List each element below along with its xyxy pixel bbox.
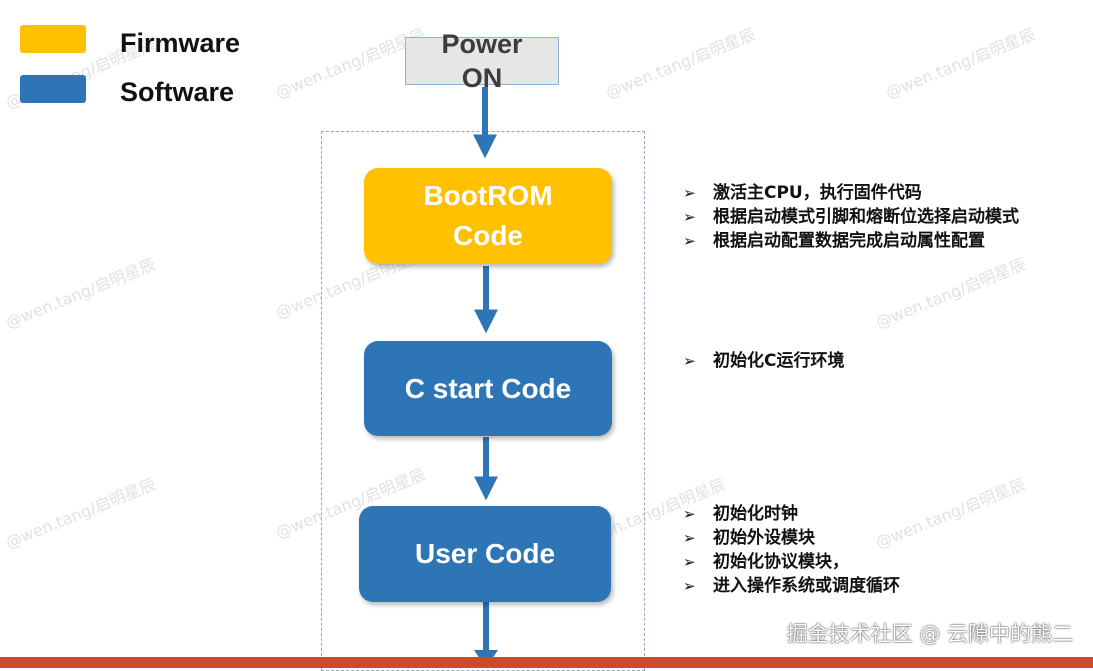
bullet-arrow-icon: ➢ — [683, 529, 696, 547]
bootrom-bullets: ➢激活主CPU，执行固件代码 ➢根据启动模式引脚和熔断位选择启动模式 ➢根据启动… — [683, 181, 1019, 253]
bootrom-line1: BootROM — [423, 180, 553, 211]
power-on-line1: Power — [441, 29, 523, 59]
user-bullets: ➢初始化时钟 ➢初始外设模块 ➢初始化协议模块， ➢进入操作系统或调度循环 — [683, 502, 900, 598]
footer-watermark: 掘金技术社区 @ 云隙中的熊二 — [786, 622, 1073, 646]
legend-label-firmware: Firmware — [120, 28, 241, 58]
list-item: ➢激活主CPU，执行固件代码 — [683, 183, 922, 203]
bullet-arrow-icon: ➢ — [683, 208, 696, 226]
bootrom-line2: Code — [453, 220, 523, 251]
list-item: ➢初始化C运行环境 — [683, 351, 845, 371]
bootrom-code-box: BootROM Code — [364, 168, 612, 264]
power-on-label: Power ON — [405, 27, 559, 95]
list-item: ➢根据启动配置数据完成启动属性配置 — [683, 231, 985, 251]
cstart-bullets: ➢初始化C运行环境 — [683, 349, 844, 373]
bullet-arrow-icon: ➢ — [683, 505, 696, 523]
list-item: ➢初始外设模块 — [683, 528, 815, 548]
legend-swatch-firmware — [20, 25, 86, 53]
bullet-arrow-icon: ➢ — [683, 232, 696, 250]
legend-label-software: Software — [120, 77, 235, 107]
bullet-arrow-icon: ➢ — [683, 184, 696, 202]
user-code-label: User Code — [414, 538, 556, 569]
bullet-arrow-icon: ➢ — [683, 352, 696, 370]
c-start-label: C start Code — [404, 372, 572, 404]
list-item: ➢进入操作系统或调度循环 — [683, 576, 900, 596]
power-on-box — [405, 37, 559, 85]
power-on-line2: ON — [461, 63, 503, 93]
list-item: ➢根据启动模式引脚和熔断位选择启动模式 — [683, 207, 1019, 227]
legend-swatch-software — [20, 75, 86, 103]
bullet-arrow-icon: ➢ — [683, 577, 696, 595]
list-item: ➢初始化时钟 — [683, 504, 798, 524]
list-item: ➢初始化协议模块， — [683, 552, 849, 572]
bullet-arrow-icon: ➢ — [683, 553, 696, 571]
c-start-code-box: C start Code — [364, 341, 612, 436]
bottom-bar — [0, 657, 1093, 668]
user-code-box: User Code — [359, 506, 611, 602]
